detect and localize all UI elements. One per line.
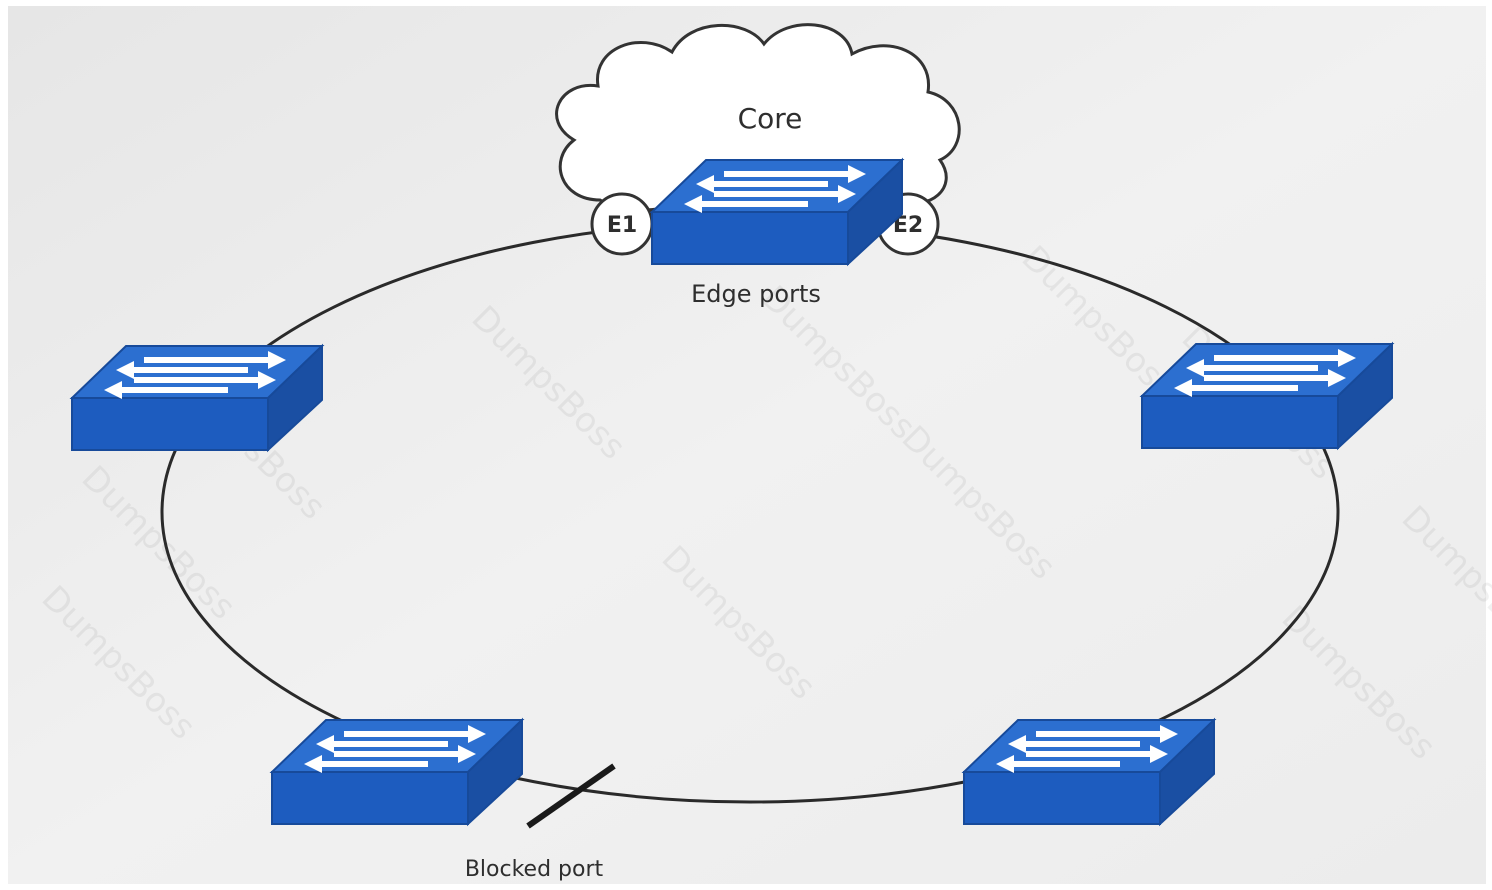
blocked-port-marker [526, 763, 616, 829]
edge-port-e1-label: E1 [607, 213, 637, 238]
switch-edge-icon [652, 160, 902, 264]
switch-bottom-left-icon [272, 720, 522, 824]
edge-port-e1: E1 [590, 192, 654, 256]
core-label: Core [738, 102, 803, 135]
switch-left-icon [72, 346, 322, 450]
edge-ports-label: Edge ports [691, 280, 821, 308]
switch-bottom-right-icon [964, 720, 1214, 824]
switch-right-icon [1142, 344, 1392, 448]
blocked-port-label: Blocked port [465, 857, 604, 882]
